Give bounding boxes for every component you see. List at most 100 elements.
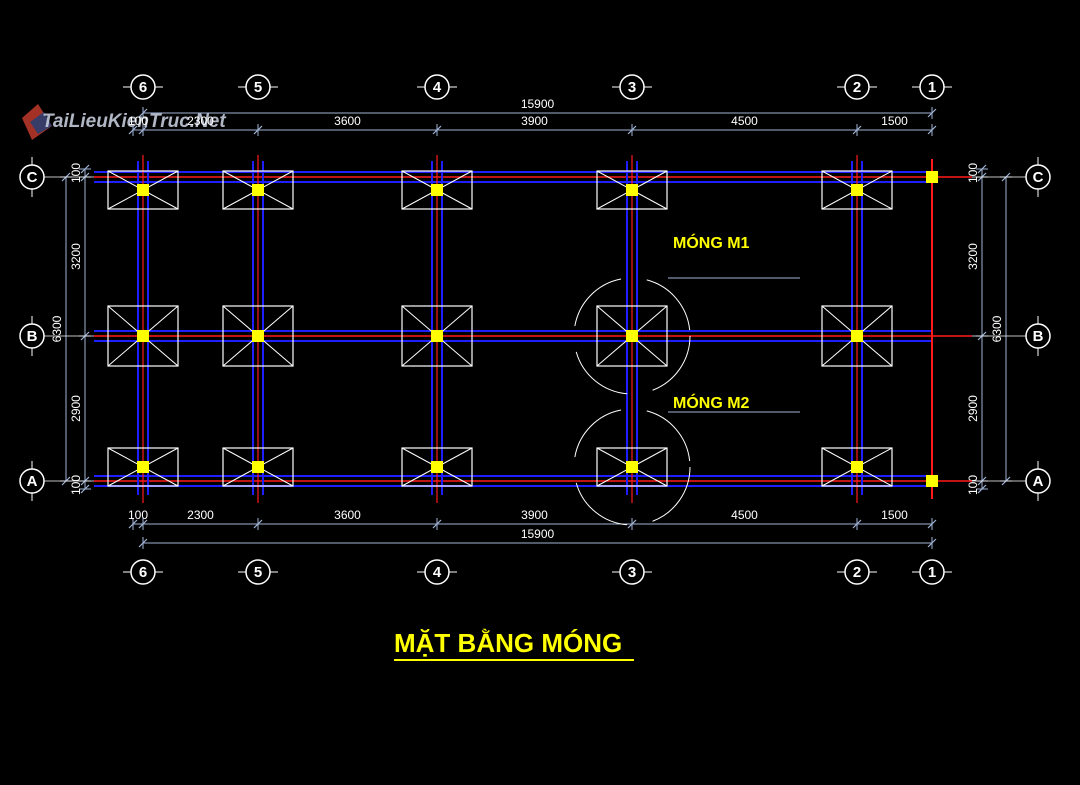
footing: [401, 305, 473, 367]
axis-label: 5: [254, 564, 262, 581]
column: [626, 461, 638, 473]
axis-label: 2: [853, 79, 861, 96]
axis-label: C: [1033, 169, 1044, 186]
axis-label: 6: [139, 564, 147, 581]
dim-label: 1500: [881, 114, 908, 128]
footing: [401, 447, 473, 487]
axis-bubble-top-2: 2: [837, 74, 877, 100]
column: [252, 461, 264, 473]
column: [137, 330, 149, 342]
footing-outline: [821, 447, 893, 487]
dim-label: 100: [69, 163, 83, 183]
drawing-title: MẶT BẰNG MÓNG: [394, 628, 622, 658]
dim-overall-bottom: 15900: [138, 527, 937, 549]
axis-label: A: [1033, 473, 1044, 490]
footings: [107, 170, 938, 487]
dim-label: 100: [128, 114, 148, 128]
footing: [596, 447, 668, 487]
column: [431, 184, 443, 196]
axis-label: 4: [433, 564, 442, 581]
axis-label: 3: [628, 564, 636, 581]
footing-outline: [401, 305, 473, 367]
footing: [596, 305, 668, 367]
axis-label: B: [27, 328, 38, 345]
detail-circle-m2: [573, 408, 691, 526]
footing-outline: [107, 305, 179, 367]
dim-label: 6300: [990, 315, 1004, 342]
label-mong-m2: MÓNG M2: [673, 393, 750, 412]
dim-label: 100: [966, 163, 980, 183]
column: [137, 184, 149, 196]
axis-bubble-top-1: 1: [912, 74, 952, 100]
dim-label: 3900: [521, 114, 548, 128]
axis-bubble-right-C: C: [1025, 157, 1051, 197]
dim-label: 2300: [187, 114, 214, 128]
axis-bubble-bottom-1: 1: [912, 559, 952, 585]
axis-label: B: [1033, 328, 1044, 345]
footing-outline: [821, 305, 893, 367]
dim-label: 2900: [966, 395, 980, 422]
axis-bubble-top-5: 5: [238, 74, 278, 100]
axis-bubble-left-B: B: [19, 316, 45, 356]
footing-outline: [596, 305, 668, 367]
column: [252, 330, 264, 342]
axis-bubble-bottom-2: 2: [837, 559, 877, 585]
axis-bubble-right-B: B: [1025, 316, 1051, 356]
footing-outline: [107, 447, 179, 487]
watermark-logo: TaiLieuKienTruc.Net: [22, 104, 226, 140]
watermark-text: TaiLieuKienTruc.Net: [42, 111, 226, 132]
column: [431, 330, 443, 342]
axis-bubble-right-A: A: [1025, 461, 1051, 501]
label-mong-m1: MÓNG M1: [673, 233, 750, 252]
dim-overall-left: 6300: [50, 172, 72, 486]
axis-bubble-top-4: 4: [417, 74, 457, 100]
footing: [222, 170, 294, 210]
axis-label: A: [27, 473, 38, 490]
dim-label: 100: [128, 508, 148, 522]
footing-outline: [596, 170, 668, 210]
axis-bubble-top-3: 3: [612, 74, 652, 100]
column: [626, 184, 638, 196]
dim-label: 1500: [881, 508, 908, 522]
dim-label: 100: [966, 475, 980, 495]
dim-overall-right: 6300: [990, 172, 1012, 486]
footing: [821, 447, 893, 487]
axis-bubble-top-6: 6: [123, 74, 163, 100]
footing: [821, 170, 893, 210]
watermark-emblem-inner: [30, 112, 52, 134]
footing: [596, 170, 668, 210]
footing-outline: [596, 447, 668, 487]
footing: [401, 170, 473, 210]
column: [926, 171, 938, 183]
axis-bubble-bottom-4: 4: [417, 559, 457, 585]
axis-bubble-bottom-3: 3: [612, 559, 652, 585]
dim-label: 3200: [69, 243, 83, 270]
axis-bubble-bottom-5: 5: [238, 559, 278, 585]
dim-label: 2300: [187, 508, 214, 522]
dim-label: 3900: [521, 508, 548, 522]
axis-bubble-bottom-6: 6: [123, 559, 163, 585]
axis-bubble-left-A: A: [19, 461, 45, 501]
footing: [107, 447, 179, 487]
footing-outline: [222, 447, 294, 487]
detail-circle-m1: [573, 277, 691, 395]
footing: [107, 170, 179, 210]
dim-label: 15900: [521, 527, 555, 541]
axis-label: 1: [928, 564, 936, 581]
axis-label: 4: [433, 79, 442, 96]
dim-label: 6300: [50, 315, 64, 342]
footing-outline: [401, 170, 473, 210]
dim-label: 100: [69, 475, 83, 495]
dim-overall-top: 15900: [138, 97, 937, 119]
axis-label: 5: [254, 79, 262, 96]
footing: [107, 305, 179, 367]
axis-label: 3: [628, 79, 636, 96]
axis-label: 2: [853, 564, 861, 581]
footing-outline: [107, 170, 179, 210]
